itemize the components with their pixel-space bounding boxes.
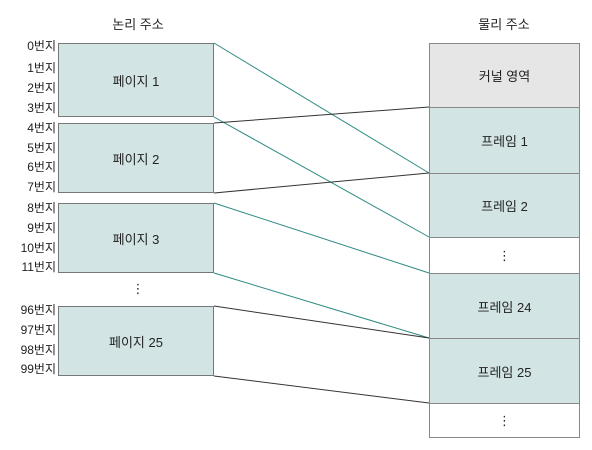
frame-ellipsis: ⋮ [498, 247, 511, 263]
page2-to-frame1-bottom [213, 172, 430, 194]
frame-1-box: 프레임 1 [429, 107, 580, 174]
empty-frame-box: ⋮ [429, 237, 580, 274]
page-25-label: 페이지 25 [109, 334, 163, 350]
page1-to-frame2-top [213, 42, 430, 174]
page-3-label: 페이지 3 [112, 231, 160, 247]
address-label: 9번지 [27, 221, 56, 235]
address-label: 7번지 [27, 180, 56, 194]
address-label: 97번지 [20, 323, 56, 337]
page25-to-frame25-bottom [213, 375, 430, 404]
address-label: 4번지 [27, 121, 56, 135]
frame-25-label: 프레임 25 [477, 364, 532, 380]
address-label: 11번지 [21, 260, 56, 274]
page-3-box: 페이지 3 [58, 203, 214, 273]
frame-25-box: 프레임 25 [429, 338, 580, 404]
address-label: 2번지 [27, 81, 56, 95]
frame-2-label: 프레임 2 [481, 199, 528, 214]
page-25-box: 페이지 25 [58, 306, 214, 376]
page1-to-frame2-bottom [213, 116, 430, 238]
page-2-box: 페이지 2 [58, 123, 214, 193]
page-2-label: 페이지 2 [112, 151, 160, 167]
physical-address-heading: 물리 주소 [478, 17, 530, 32]
empty-frame-box: ⋮ [429, 403, 580, 438]
address-label: 6번지 [27, 160, 56, 174]
page3-to-frame24-bottom [213, 272, 430, 339]
frame-24-label: 프레임 24 [477, 299, 532, 315]
page3-to-frame24-top [213, 202, 430, 274]
frame-ellipsis: ⋮ [498, 412, 511, 428]
page-1-box: 페이지 1 [58, 43, 214, 117]
frame-24-box: 프레임 24 [429, 273, 580, 339]
page25-to-frame25-top [213, 305, 430, 339]
frame-1-label: 프레임 1 [481, 134, 528, 149]
page2-to-frame1-top [213, 106, 430, 124]
address-label: 96번지 [20, 303, 56, 317]
address-label: 3번지 [27, 101, 56, 115]
frame-2-box: 프레임 2 [429, 173, 580, 238]
address-label: 0번지 [27, 39, 56, 53]
page-1-label: 페이지 1 [112, 73, 160, 89]
address-label: 98번지 [20, 343, 56, 357]
kernel-area-box: 커널 영역 [429, 43, 580, 108]
address-label: 1번지 [27, 61, 56, 75]
address-label: 10번지 [20, 241, 56, 255]
logical-ellipsis: ⋮ [131, 281, 145, 296]
logical-address-heading: 논리 주소 [112, 17, 164, 32]
address-label: 99번지 [20, 362, 56, 376]
kernel-area-label: 커널 영역 [478, 69, 531, 84]
address-label: 5번지 [27, 141, 56, 155]
address-label: 8번지 [27, 201, 56, 215]
